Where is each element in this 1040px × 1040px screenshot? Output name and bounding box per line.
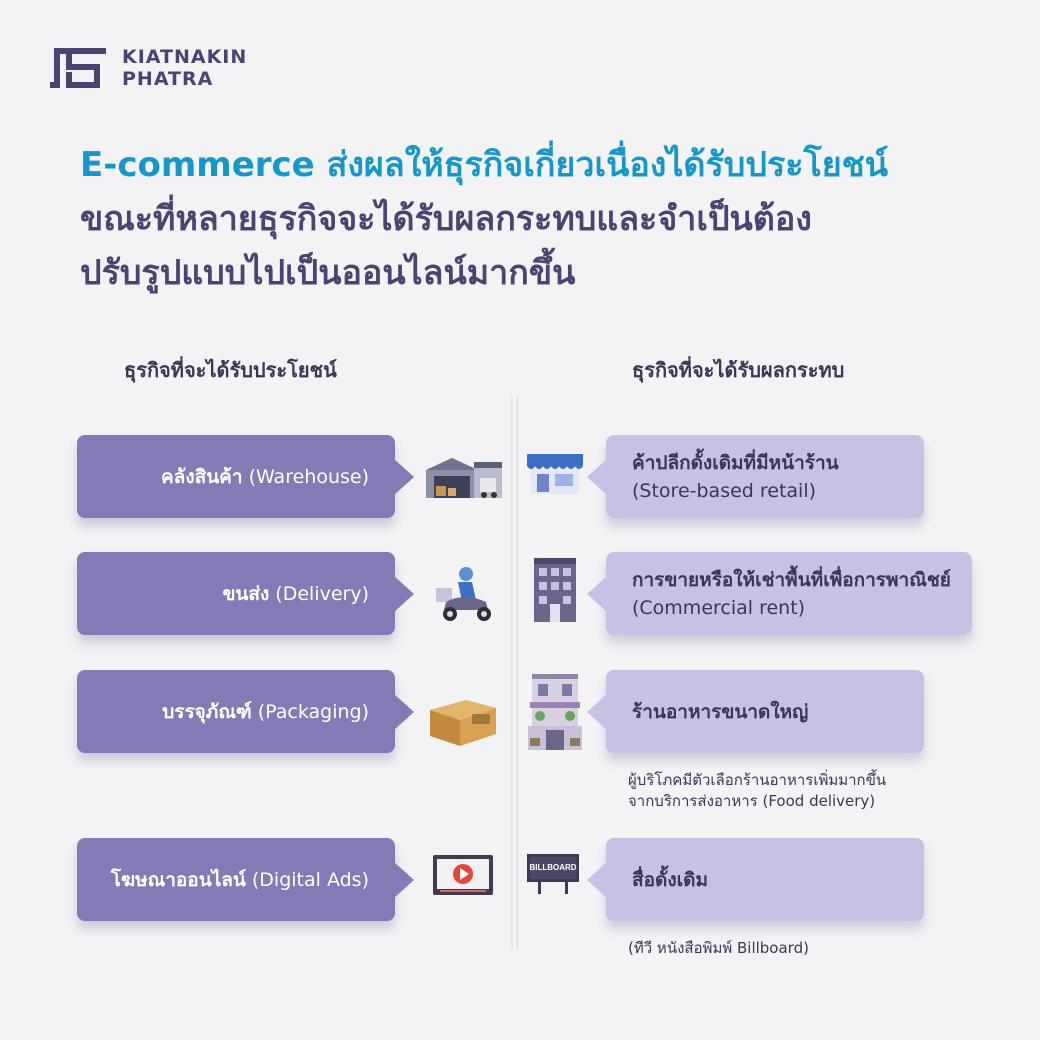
- storefront-icon: [527, 452, 583, 498]
- left-column-title: ธุรกิจที่จะได้รับประโยชน์: [124, 358, 337, 382]
- impact-retail-box: ค้าปลีกดั้งเดิมที่มีหน้าร้าน (Store-base…: [587, 435, 924, 518]
- billboard-icon: BILLBOARD: [526, 852, 580, 898]
- benefit-en-label: (Delivery): [275, 582, 369, 605]
- benefit-delivery-box: ขนส่ง(Delivery): [77, 552, 414, 635]
- package-box-icon: [426, 692, 500, 752]
- impact-thai-label: การขายหรือให้เช่าพื้นที่เพื่อการพาณิชย์: [632, 568, 951, 591]
- brand-logo-icon: [48, 44, 112, 98]
- impact-thai-label: ร้านอาหารขนาดใหญ่: [632, 700, 809, 723]
- benefit-en-label: (Packaging): [257, 700, 369, 723]
- benefit-thai-label: คลังสินค้า: [160, 465, 243, 488]
- brand-name-line2: PHATRA: [122, 68, 214, 90]
- benefit-thai-label: บรรจุภัณฑ์: [162, 700, 252, 723]
- video-ad-icon: [432, 854, 494, 900]
- warehouse-icon: [424, 452, 504, 504]
- headline-line1: E-commerce ส่งผลให้ธุรกิจเกี่ยวเนื่องได้…: [80, 145, 888, 185]
- impact-thai-label: ค้าปลีกดั้งเดิมที่มีหน้าร้าน: [632, 451, 839, 474]
- media-note-line1: (ทีวี หนังสือพิมพ์ Billboard): [628, 939, 809, 957]
- impact-en-label: (Commercial rent): [632, 596, 806, 619]
- right-column-title: ธุรกิจที่จะได้รับผลกระทบ: [632, 358, 845, 382]
- benefit-digital-ads-box: โฆษณาออนไลน์(Digital Ads): [77, 838, 414, 921]
- headline-line2: ขณะที่หลายธุรกิจจะได้รับผลกระทบและจำเป็น…: [80, 199, 812, 239]
- benefit-en-label: (Warehouse): [248, 465, 369, 488]
- impact-traditional-media-box: สื่อดั้งเดิม: [587, 838, 924, 921]
- office-building-icon: [532, 556, 578, 626]
- benefit-en-label: (Digital Ads): [251, 868, 369, 891]
- impact-restaurant-box: ร้านอาหารขนาดใหญ่: [587, 670, 924, 753]
- brand-name: KIATNAKIN PHATRA: [122, 46, 247, 90]
- media-note: (ทีวี หนังสือพิมพ์ Billboard): [628, 938, 809, 959]
- restaurant-note: ผู้บริโภคมีตัวเลือกร้านอาหารเพิ่มมากขึ้น…: [628, 770, 886, 812]
- brand-name-line1: KIATNAKIN: [122, 46, 248, 68]
- restaurant-icon: [526, 672, 584, 756]
- benefit-packaging-box: บรรจุภัณฑ์(Packaging): [77, 670, 414, 753]
- impact-commercial-rent-box: การขายหรือให้เช่าพื้นที่เพื่อการพาณิชย์ …: [587, 552, 972, 635]
- delivery-scooter-icon: [434, 562, 496, 628]
- benefit-thai-label: โฆษณาออนไลน์: [110, 868, 246, 891]
- restaurant-note-line2: จากบริการส่งอาหาร (Food delivery): [628, 792, 876, 810]
- center-divider: [511, 396, 518, 950]
- impact-thai-label: สื่อดั้งเดิม: [632, 868, 708, 891]
- headline: E-commerce ส่งผลให้ธุรกิจเกี่ยวเนื่องได้…: [80, 138, 1010, 300]
- headline-line3: ปรับรูปแบบไปเป็นออนไลน์มากขึ้น: [80, 253, 576, 293]
- benefit-warehouse-box: คลังสินค้า(Warehouse): [77, 435, 414, 518]
- billboard-label: BILLBOARD: [529, 863, 577, 872]
- impact-en-label: (Store-based retail): [632, 479, 817, 502]
- restaurant-note-line1: ผู้บริโภคมีตัวเลือกร้านอาหารเพิ่มมากขึ้น: [628, 771, 887, 789]
- benefit-thai-label: ขนส่ง: [222, 582, 270, 605]
